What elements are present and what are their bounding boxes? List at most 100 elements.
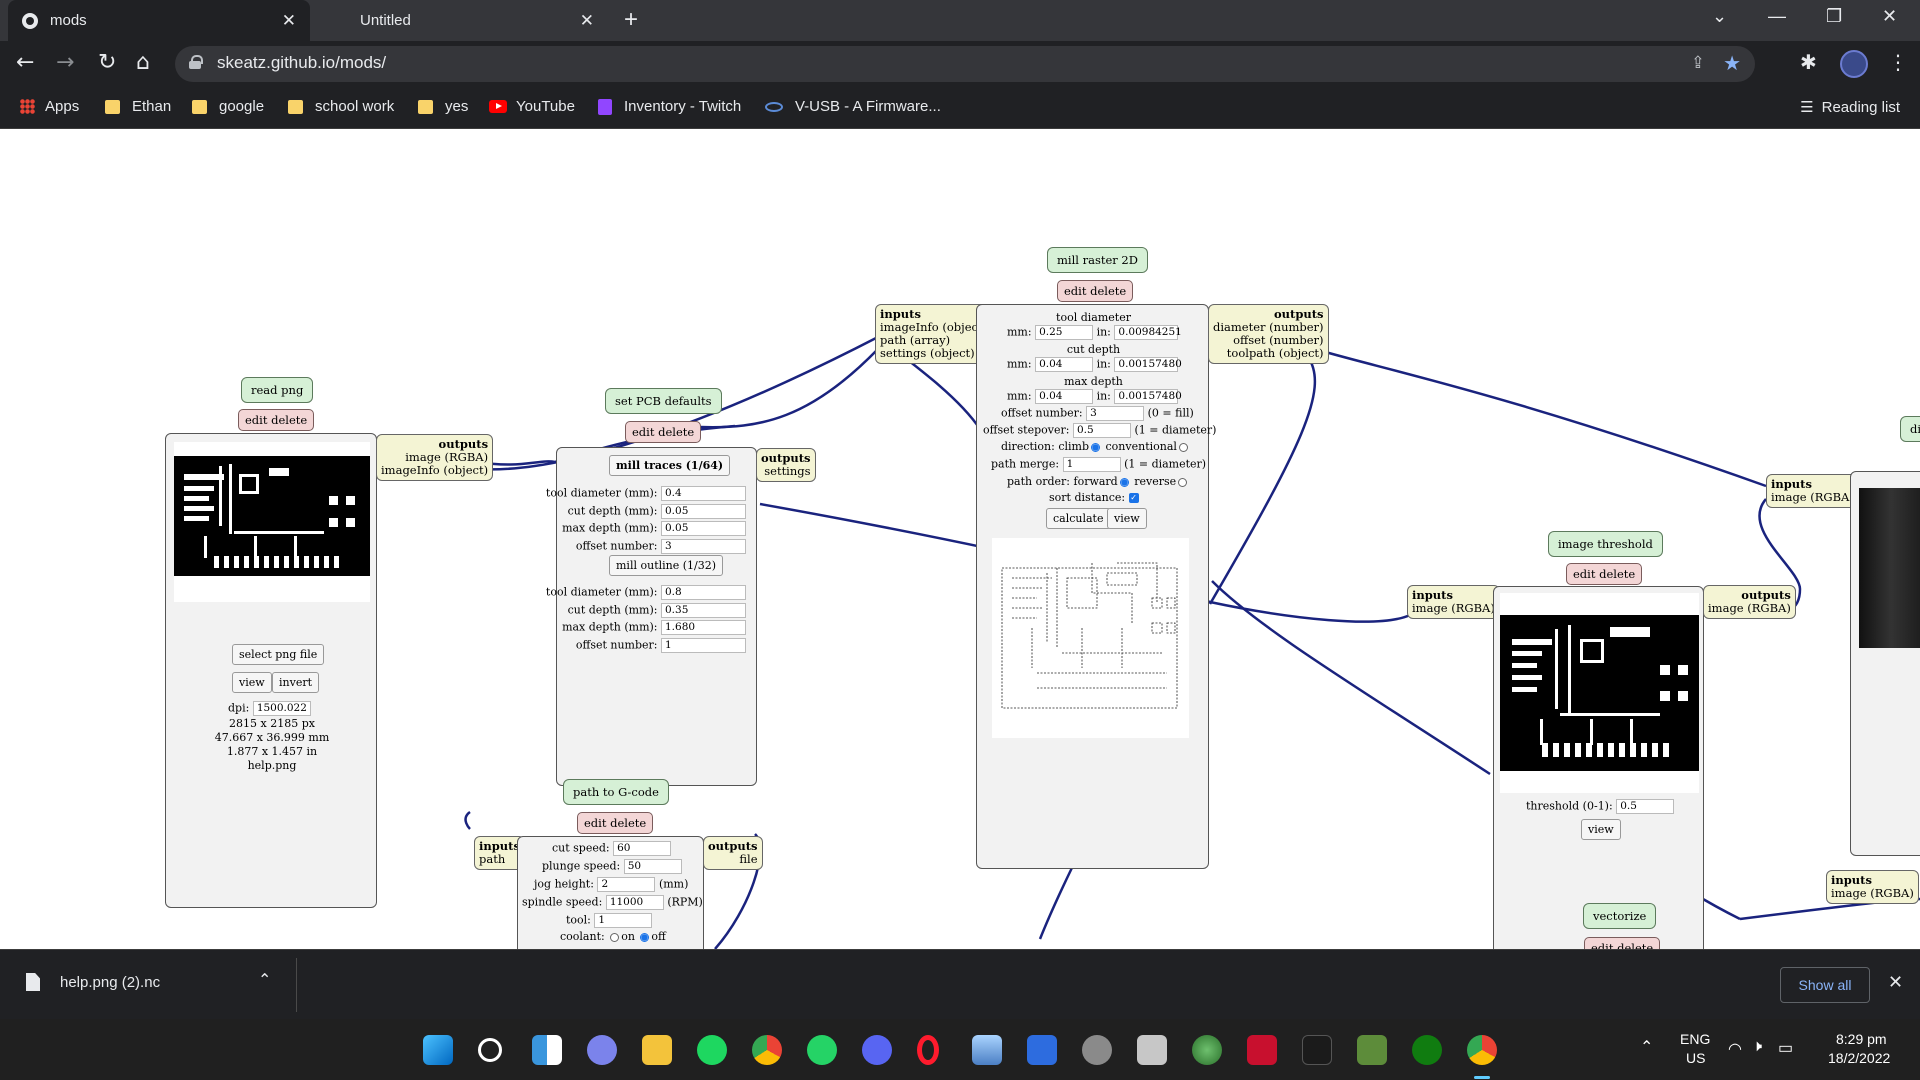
path-merge-input[interactable]: 1 <box>1062 457 1121 472</box>
outline-tool-diameter-input[interactable]: 0.8 <box>661 585 746 600</box>
max-depth-in-input[interactable]: 0.00157480 <box>1114 389 1182 404</box>
module-title[interactable]: path to G-code <box>563 779 669 805</box>
bookmark-twitch[interactable]: Inventory - Twitch <box>598 98 741 115</box>
reading-list[interactable]: ☰Reading list <box>1800 99 1900 116</box>
reverse-radio[interactable] <box>1178 477 1188 487</box>
chevron-up-icon[interactable]: ⌃ <box>1640 1039 1654 1056</box>
input-port[interactable]: path <box>479 852 506 866</box>
cut-speed-input[interactable]: 60 <box>613 841 672 856</box>
output-port[interactable]: toolpath (object) <box>1226 346 1324 360</box>
mods-canvas[interactable]: read png edit delete <box>0 129 1920 949</box>
extensions-puzzle-icon[interactable]: ✱ <box>1800 50 1817 74</box>
climb-radio[interactable] <box>1091 442 1101 452</box>
module-title[interactable]: read png <box>241 377 314 403</box>
plunge-speed-input[interactable]: 50 <box>623 859 682 874</box>
output-port[interactable]: offset (number) <box>1233 333 1324 347</box>
traces-cut-depth-input[interactable]: 0.05 <box>661 504 746 519</box>
module-title[interactable]: image threshold <box>1548 531 1663 557</box>
settings-gear-icon[interactable] <box>1082 1035 1112 1065</box>
widgets-icon[interactable] <box>532 1035 562 1065</box>
mill-traces-button[interactable]: mill traces (1/64) <box>609 455 731 476</box>
edit-delete-links[interactable]: edit delete <box>1566 563 1643 585</box>
outline-max-depth-input[interactable]: 1.680 <box>661 620 746 635</box>
language-indicator[interactable]: ENG <box>1680 1031 1711 1047</box>
input-port[interactable]: settings (object) <box>880 346 975 360</box>
close-icon[interactable]: ✕ <box>1888 972 1904 993</box>
bookmark-youtube[interactable]: YouTube <box>489 98 575 115</box>
teams-chat-icon[interactable] <box>587 1035 617 1065</box>
tool-diameter-mm-input[interactable]: 0.25 <box>1035 325 1094 340</box>
output-port[interactable]: image (RGBA) <box>1708 601 1791 615</box>
module-title[interactable]: set PCB defaults <box>605 388 722 414</box>
bookmark-vusb[interactable]: V-USB - A Firmware... <box>765 98 941 115</box>
edit-delete-links[interactable]: edit delete <box>625 421 702 443</box>
input-port[interactable]: image (RGBA) <box>1412 601 1495 615</box>
new-tab-plus-icon[interactable]: + <box>624 6 639 33</box>
windows-start-icon[interactable] <box>423 1035 453 1065</box>
tab-untitled[interactable]: Untitled ✕ <box>338 0 608 41</box>
notepad-icon[interactable] <box>1137 1035 1167 1065</box>
sort-distance-checkbox[interactable]: ✓ <box>1128 493 1139 503</box>
region-indicator[interactable]: US <box>1686 1050 1706 1066</box>
forward-radio[interactable] <box>1119 477 1129 487</box>
remote-desktop-icon[interactable] <box>1027 1035 1057 1065</box>
minimize-icon[interactable]: — <box>1768 6 1786 26</box>
restore-icon[interactable]: ❐ <box>1826 6 1843 26</box>
file-explorer-icon[interactable] <box>642 1035 672 1065</box>
jog-height-input[interactable]: 2 <box>597 877 656 892</box>
bookmark-apps[interactable]: Apps <box>20 98 79 115</box>
close-window-icon[interactable]: ✕ <box>1882 6 1898 26</box>
input-port[interactable]: path (array) <box>880 333 951 347</box>
minecraft-icon[interactable] <box>1357 1035 1387 1065</box>
clock-date[interactable]: 18/2/2022 <box>1828 1050 1891 1066</box>
show-all-button[interactable]: Show all <box>1780 967 1870 1003</box>
output-port[interactable]: imageInfo (object) <box>381 463 489 477</box>
edit-delete-links[interactable]: edit delete <box>577 812 654 834</box>
offset-stepover-input[interactable]: 0.5 <box>1072 423 1131 438</box>
module-title[interactable]: vectorize <box>1583 903 1657 929</box>
chrome-icon[interactable] <box>752 1035 782 1065</box>
invert-button[interactable]: invert <box>272 672 320 693</box>
dpi-input[interactable]: 1500.022 <box>252 701 311 716</box>
photos-icon[interactable] <box>972 1035 1002 1065</box>
input-port[interactable]: image (RGBA) <box>1771 490 1854 504</box>
forward-arrow-icon[interactable]: → <box>56 50 75 75</box>
edit-delete-links[interactable]: edit delete <box>238 409 315 431</box>
tab-search-chevron-icon[interactable]: ⌄ <box>1712 6 1728 26</box>
cut-depth-in-input[interactable]: 0.00157480 <box>1114 357 1182 372</box>
output-port[interactable]: diameter (number) <box>1213 320 1324 334</box>
edit-delete-links[interactable]: edit delete <box>1584 937 1661 949</box>
tab-mods[interactable]: mods ✕ <box>8 0 310 41</box>
view-button[interactable]: view <box>1107 508 1147 529</box>
bookmark-star-icon[interactable]: ★ <box>1723 51 1741 75</box>
traces-max-depth-input[interactable]: 0.05 <box>661 521 746 536</box>
chrome-active-icon[interactable] <box>1467 1035 1497 1065</box>
whatsapp-icon[interactable] <box>807 1035 837 1065</box>
reload-icon[interactable]: ↻ <box>98 50 117 75</box>
module-title[interactable]: mill raster 2D <box>1047 247 1148 273</box>
bookmark-yes[interactable]: yes <box>418 98 468 115</box>
coolant-on-radio[interactable] <box>610 932 620 942</box>
globe-app-icon[interactable] <box>1192 1035 1222 1065</box>
menu-kebab-icon[interactable]: ⋮ <box>1888 50 1908 74</box>
spindle-speed-input[interactable]: 11000 <box>605 895 664 910</box>
bookmark-ethan[interactable]: Ethan <box>105 98 171 115</box>
bookmark-school-work[interactable]: school work <box>288 98 394 115</box>
tool-input[interactable]: 1 <box>594 913 653 928</box>
tool-diameter-in-input[interactable]: 0.00984251 <box>1114 325 1182 340</box>
input-port[interactable]: imageInfo (object) <box>880 320 988 334</box>
edit-delete-links[interactable]: edit delete <box>1057 280 1134 302</box>
input-port[interactable]: image (RGBA) <box>1831 886 1914 900</box>
output-port[interactable]: file <box>739 852 758 866</box>
outline-offset-number-input[interactable]: 1 <box>661 638 746 653</box>
outline-cut-depth-input[interactable]: 0.35 <box>661 603 746 618</box>
conventional-radio[interactable] <box>1178 442 1188 452</box>
module-title-partial[interactable]: di <box>1900 416 1920 442</box>
select-png-button[interactable]: select png file <box>232 644 325 665</box>
clock-time[interactable]: 8:29 pm <box>1836 1031 1887 1047</box>
profile-avatar[interactable] <box>1840 50 1868 78</box>
traces-offset-number-input[interactable]: 3 <box>661 539 746 554</box>
output-port[interactable]: image (RGBA) <box>405 450 489 464</box>
home-icon[interactable]: ⌂ <box>136 50 150 75</box>
search-icon[interactable] <box>478 1038 502 1062</box>
